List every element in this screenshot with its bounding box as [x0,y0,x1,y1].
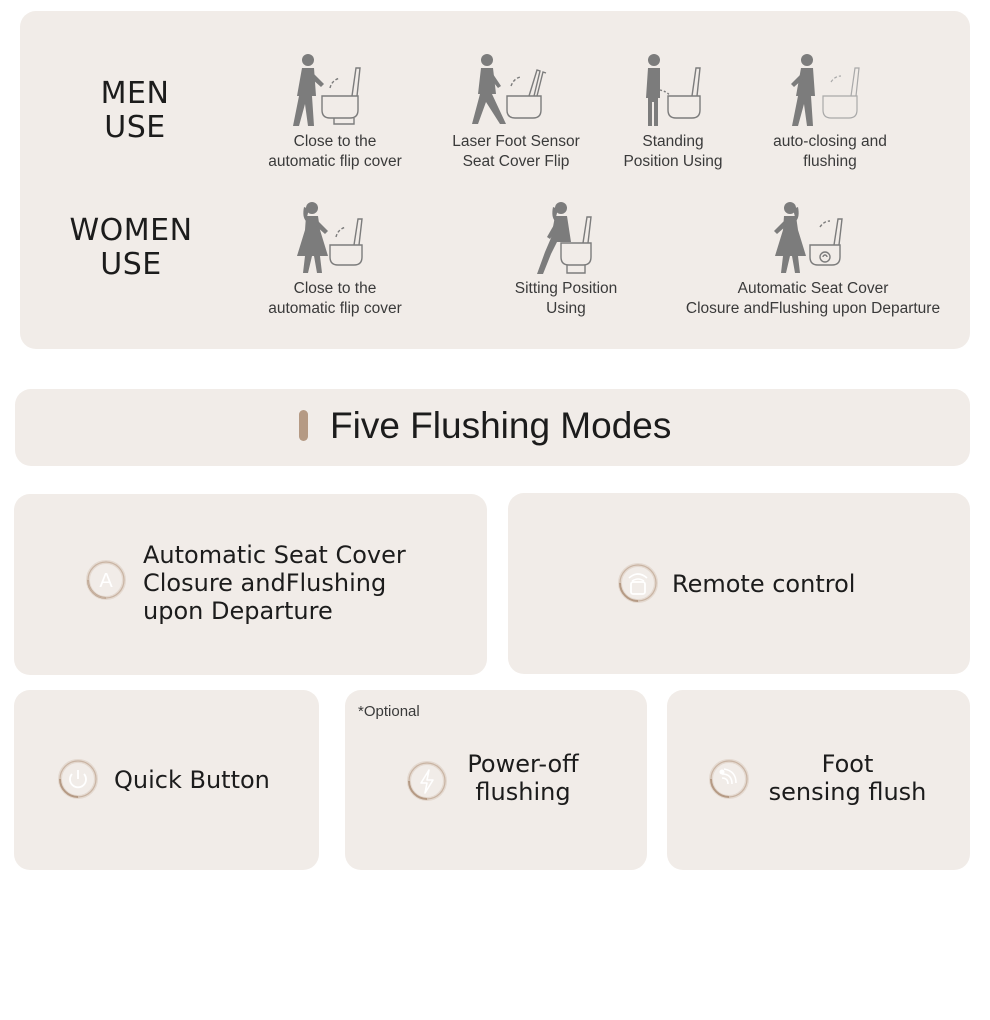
men-step-approach: Close to the automatic flip cover [225,52,445,172]
women-step-leaving: Automatic Seat Cover Closure andFlushing… [673,199,953,319]
mode-card-quick [14,690,319,870]
mode-label-power-off: Power-off flushing [467,750,579,806]
women-step-approach-label: Close to the automatic flip cover [268,280,402,317]
man-leaving-toilet-icon [791,54,860,126]
foot-sensor-icon [709,759,749,799]
women-use-title: WOMEN USE [69,213,193,282]
mode-label-auto: Automatic Seat Cover Closure andFlushing… [143,541,406,625]
remote-control-icon [618,563,658,603]
men-step-standing: Standing Position Using [563,52,783,172]
men-step-sensor-label: Laser Foot Sensor Seat Cover Flip [452,133,580,170]
men-step-sensor: Laser Foot Sensor Seat Cover Flip [406,52,626,172]
men-step-approach-label: Close to the automatic flip cover [268,133,402,170]
woman-sitting-on-toilet-icon [537,202,592,274]
lightning-icon [407,761,447,801]
women-step-leaving-label: Automatic Seat Cover Closure andFlushing… [685,280,941,317]
mode-card-auto [14,494,487,675]
woman-leaving-toilet-flushing-icon [774,202,843,273]
header-accent-bar [299,410,308,441]
men-step-leaving: auto-closing and flushing [720,52,940,172]
power-button-icon [58,759,98,799]
mode-card-remote [508,493,970,674]
men-step-standing-label: Standing Position Using [623,133,723,170]
women-step-approach: Close to the automatic flip cover [225,199,445,319]
man-kicking-sensor-icon [472,54,547,124]
women-step-sitting-label: Sitting Position Using [514,280,618,317]
mode-label-quick: Quick Button [114,766,270,794]
man-standing-at-toilet-icon [646,54,701,126]
women-step-sitting: Sitting Position Using [456,199,676,319]
man-approaching-toilet-icon [293,54,361,126]
section-title: Five Flushing Modes [330,405,672,446]
mode-card-foot [667,690,970,870]
auto-mode-icon: A [86,560,126,600]
mode-card-power-off [345,690,647,870]
mode-label-foot: Foot sensing flush [768,750,927,806]
optional-note: *Optional [358,703,420,720]
woman-approaching-toilet-icon [297,202,363,273]
men-use-title: MEN USE [100,76,170,145]
mode-label-remote: Remote control [672,570,856,598]
svg-text:A: A [99,570,113,592]
section-header [15,389,970,466]
usage-panel [20,11,970,349]
men-step-leaving-label: auto-closing and flushing [773,133,887,170]
